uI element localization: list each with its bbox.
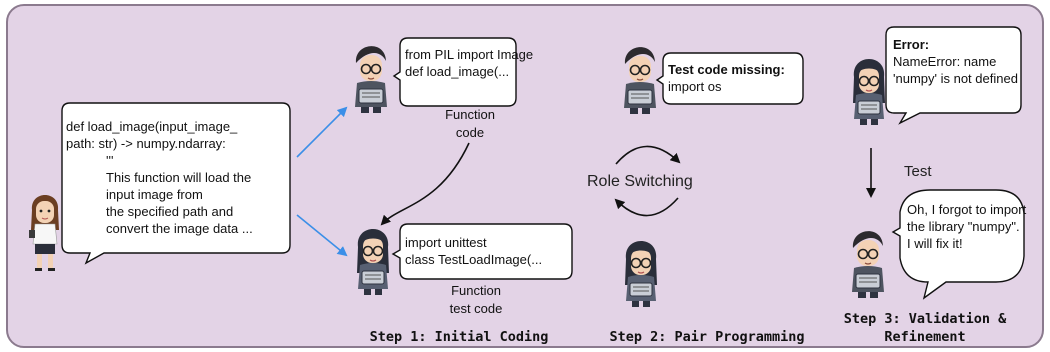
error-line: 'numpy' is not defined	[893, 71, 1018, 86]
girl-programmer-icon	[852, 58, 886, 126]
prompt-line: This function will load the	[106, 170, 252, 185]
girl-programmer-icon	[624, 240, 658, 308]
error-line: NameError: name	[893, 54, 997, 69]
step3-label: Step 3: Validation & Refinement	[825, 310, 1025, 346]
error-text: Error: NameError: name 'numpy' is not de…	[893, 36, 1018, 87]
bubble-title: Test code missing:	[668, 62, 785, 77]
arrow-code-to-test	[380, 142, 470, 226]
fix-line: Oh, I forgot to import	[907, 202, 1027, 217]
step3-label-line: Step 3: Validation &	[843, 311, 1007, 327]
role-switch-arrow-bottom	[614, 197, 679, 217]
caption-line: Function	[451, 283, 501, 298]
prompt-line: the specified path and	[106, 204, 234, 219]
code-line: class TestLoadImage(...	[405, 252, 543, 267]
fix-bubble	[891, 189, 1025, 300]
boy-programmer-icon	[623, 46, 657, 115]
function-code-bubble	[392, 37, 517, 107]
prompt-line: '''	[106, 153, 114, 168]
caption-line: code	[455, 125, 485, 140]
girl-programmer-icon	[356, 228, 390, 296]
bubble-line: import os	[668, 79, 722, 94]
error-bubble	[885, 26, 1022, 125]
code-line: from PIL import Image	[405, 47, 534, 62]
caption-line: test code	[449, 301, 503, 316]
prompt-line: input image from	[106, 187, 203, 202]
step1-label: Step 1: Initial Coding	[369, 329, 549, 345]
woman-avatar-icon	[29, 195, 59, 271]
test-label: Test	[904, 163, 932, 180]
test-code-bubble	[391, 223, 573, 280]
caption-line: Function	[445, 107, 495, 122]
fix-text: Oh, I forgot to import the library "nump…	[907, 201, 1026, 252]
prompt-line: path: str) -> numpy.ndarray:	[66, 136, 226, 151]
test-missing-bubble	[655, 52, 804, 105]
user-prompt-code: def load_image(input_image_ path: str) -…	[66, 118, 253, 237]
test-code-caption: Function test code	[421, 282, 531, 318]
step2-label: Step 2: Pair Programming	[609, 329, 805, 345]
error-title: Error:	[893, 37, 930, 52]
code-line: import unittest	[405, 235, 487, 250]
function-code-caption: Function code	[415, 106, 525, 142]
arrow-to-tester	[296, 214, 348, 257]
prompt-line: def load_image(input_image_	[66, 119, 238, 134]
boy-programmer-icon	[354, 45, 388, 114]
fix-line: I will fix it!	[907, 236, 963, 251]
code-line: def load_image(...	[405, 64, 510, 79]
test-code-text: import unittest class TestLoadImage(...	[405, 234, 542, 268]
function-code-text: from PIL import Image def load_image(...	[405, 46, 533, 80]
test-missing-text: Test code missing: import os	[668, 61, 785, 95]
role-switching-label: Role Switching	[587, 173, 693, 190]
fix-line: the library "numpy".	[907, 219, 1020, 234]
role-switch-arrow-top	[615, 145, 681, 165]
arrow-to-coder	[296, 106, 348, 158]
user-prompt-bubble	[61, 102, 291, 265]
boy-programmer-icon	[851, 230, 885, 299]
step3-label-line: Refinement	[884, 329, 966, 345]
prompt-line: convert the image data ...	[106, 221, 253, 236]
